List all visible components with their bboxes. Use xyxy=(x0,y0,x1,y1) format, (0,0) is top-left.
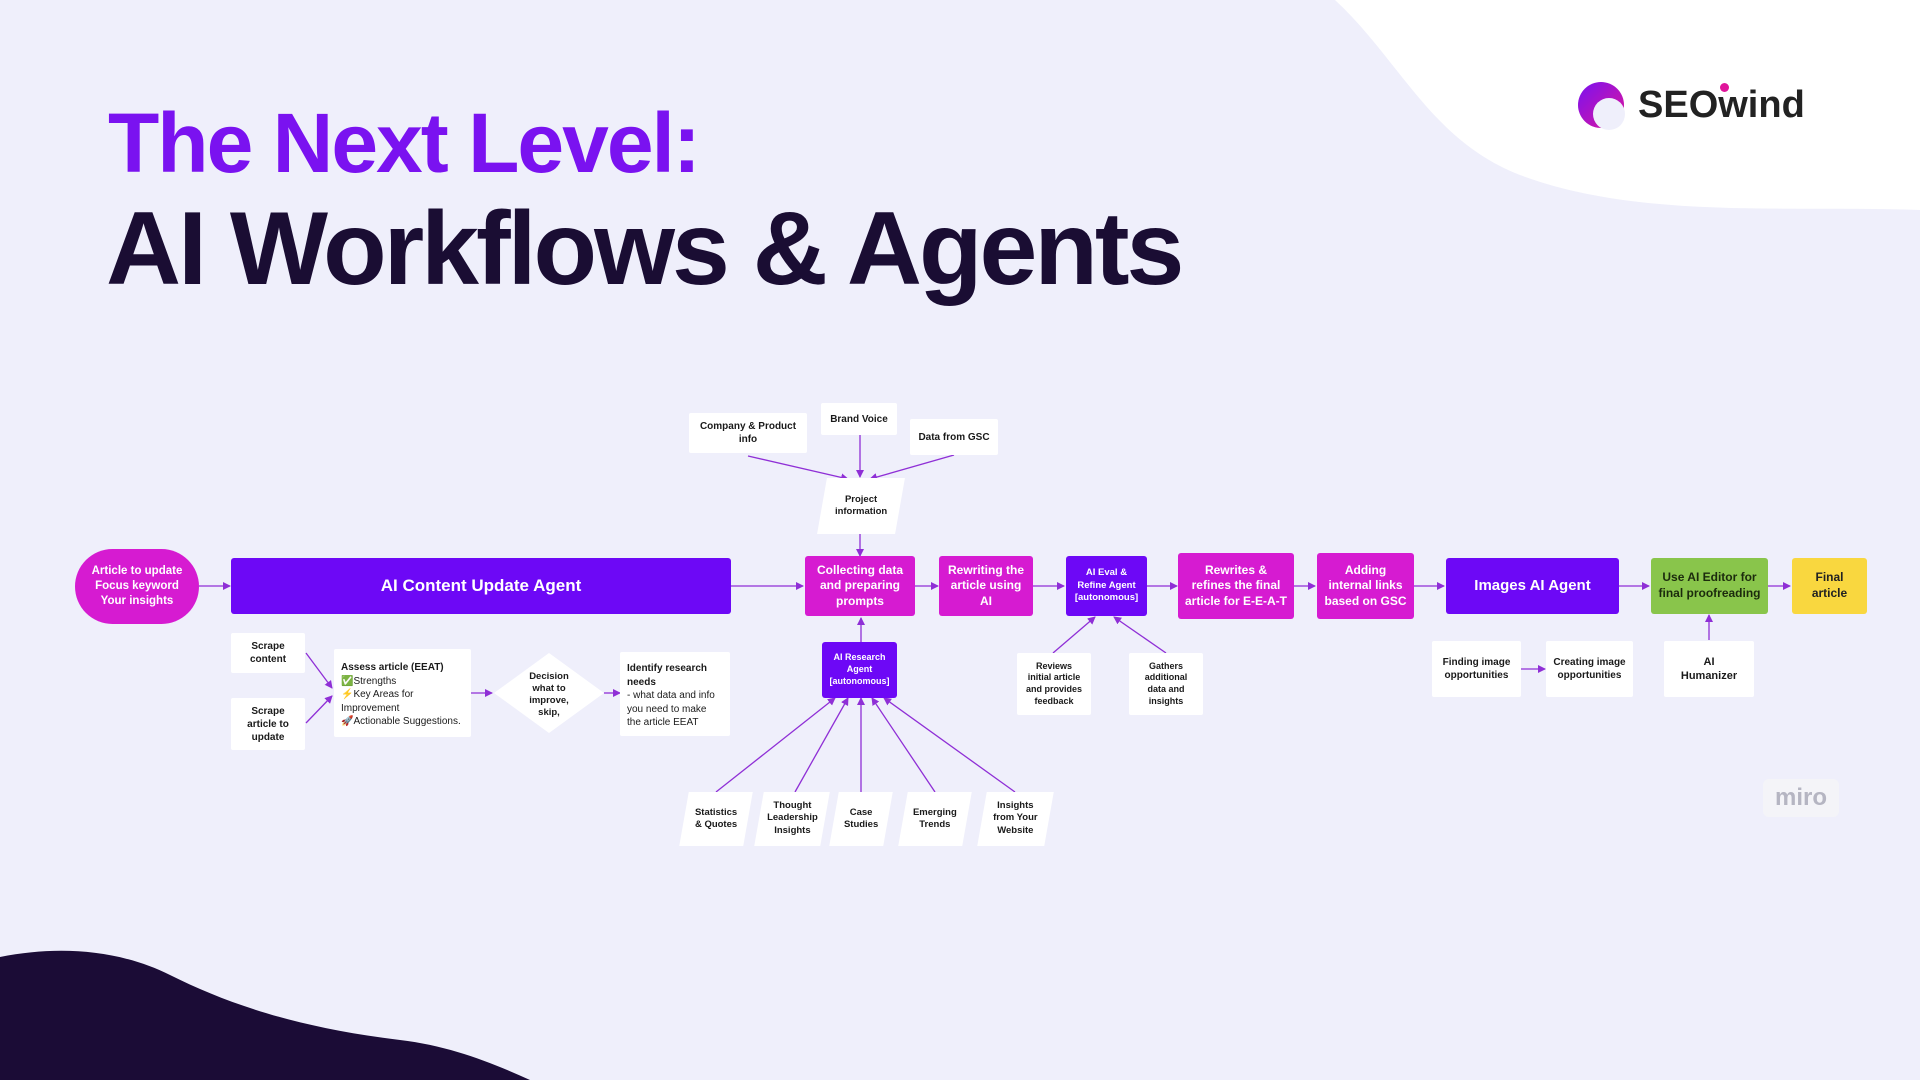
project-information-node[interactable]: Project information xyxy=(817,478,905,534)
gathers-data-node[interactable]: Gathers additional data and insights xyxy=(1129,653,1203,715)
final-article-node[interactable]: Final article xyxy=(1792,558,1867,614)
bottom-left-wave-shape xyxy=(0,950,530,1080)
ai-research-agent-node[interactable]: AI Research Agent [autonomous] xyxy=(822,642,897,698)
logo-dot xyxy=(1720,83,1729,92)
project-information-text: Project information xyxy=(834,493,888,517)
trends-text: Emerging Trends xyxy=(913,806,957,830)
internal-links-node[interactable]: Adding internal links based on GSC xyxy=(1317,553,1414,619)
case-studies-node[interactable]: Case Studies xyxy=(829,792,893,846)
ai-humanizer-node[interactable]: AI Humanizer xyxy=(1664,641,1754,697)
research-title: Identify research needs xyxy=(627,663,708,688)
thought-leadership-node[interactable]: Thought Leadership Insights xyxy=(754,792,830,846)
insights-website-node[interactable]: Insights from Your Website xyxy=(977,792,1054,846)
title-line-1: The Next Level: xyxy=(108,96,701,190)
thought-text: Thought Leadership Insights xyxy=(766,800,818,837)
emerging-trends-node[interactable]: Emerging Trends xyxy=(898,792,972,846)
scrape-article-node[interactable]: Scrape article to update xyxy=(231,698,305,750)
decision-node[interactable]: Decision what to improve, skip, xyxy=(494,653,604,733)
insights-text: Insights from Your Website xyxy=(993,800,1038,837)
crescent-logo-icon xyxy=(1578,82,1625,130)
reviews-feedback-node[interactable]: Reviews initial article and provides fee… xyxy=(1017,653,1091,715)
images-ai-agent-node[interactable]: Images AI Agent xyxy=(1446,558,1619,614)
assess-line-2: ⚡Key Areas for Improvement xyxy=(341,689,414,714)
company-product-node[interactable]: Company & Product info xyxy=(689,413,807,453)
input-article-node[interactable]: Article to update Focus keyword Your ins… xyxy=(75,549,199,624)
title-line-2: AI Workflows & Agents xyxy=(106,191,1184,307)
collecting-data-node[interactable]: Collecting data and preparing prompts xyxy=(805,556,915,616)
brand-voice-node[interactable]: Brand Voice xyxy=(821,403,897,435)
identify-research-node[interactable]: Identify research needs - what data and … xyxy=(620,652,730,736)
assess-article-node[interactable]: Assess article (EEAT) ✅Strengths ⚡Key Ar… xyxy=(334,649,471,737)
ai-eval-refine-agent-node[interactable]: AI Eval & Refine Agent [autonomous] xyxy=(1066,556,1147,616)
case-text: Case Studies xyxy=(843,806,879,830)
decision-text: Decision what to improve, skip, xyxy=(529,671,569,718)
rewriting-article-node[interactable]: Rewriting the article using AI xyxy=(939,556,1033,616)
finding-image-node[interactable]: Finding image opportunities xyxy=(1432,641,1521,697)
scrape-content-node[interactable]: Scrape content xyxy=(231,633,305,673)
rewrites-refines-node[interactable]: Rewrites & refines the final article for… xyxy=(1178,553,1294,619)
research-body: - what data and info you need to make th… xyxy=(627,690,715,728)
assess-title: Assess article (EEAT) xyxy=(341,662,444,673)
assess-line-1: ✅Strengths xyxy=(341,675,397,687)
assess-line-3: 🚀Actionable Suggestions. xyxy=(341,716,461,727)
brand-logo[interactable]: SEOwind xyxy=(1574,80,1805,130)
statistics-quotes-node[interactable]: Statistics & Quotes xyxy=(679,792,753,846)
ai-editor-node[interactable]: Use AI Editor for final proofreading xyxy=(1651,558,1768,614)
data-from-gsc-node[interactable]: Data from GSC xyxy=(910,419,998,455)
statistics-text: Statistics & Quotes xyxy=(694,806,738,830)
ai-content-update-agent-node[interactable]: AI Content Update Agent xyxy=(231,558,731,614)
miro-watermark: miro xyxy=(1763,779,1839,817)
creating-image-node[interactable]: Creating image opportunities xyxy=(1546,641,1633,697)
